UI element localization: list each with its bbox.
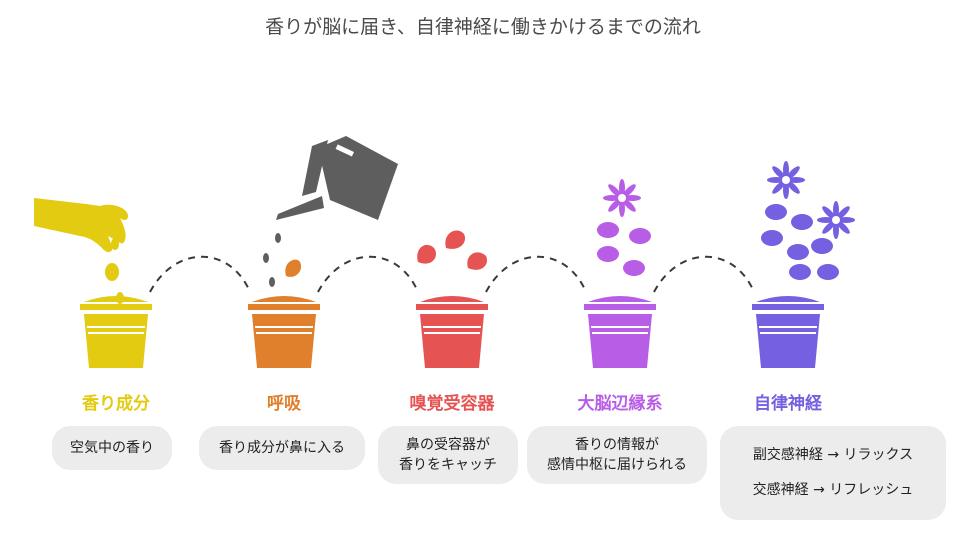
connector-4-5 xyxy=(653,255,755,293)
stage-desc-olfactory-receptor: 鼻の受容器が 香りをキャッチ xyxy=(378,426,518,484)
stage-title-olfactory-receptor: 嗅覚受容器 xyxy=(409,394,495,414)
connector-2-3 xyxy=(317,255,419,293)
stage-title-autonomic-nerves: 自律神経 xyxy=(754,394,822,414)
desc-line: 副交感神経 → リラックス xyxy=(752,447,914,463)
connector-1-2 xyxy=(149,255,251,293)
diagram-title: 香りが脳に届き、自律神経に働きかけるまでの流れ xyxy=(265,16,701,38)
receptor-leaf-icon xyxy=(417,230,488,270)
desc-line: 交感神経 → リフレッシュ xyxy=(752,482,914,498)
desc-line: 香りをキャッチ xyxy=(399,457,497,473)
flower-icon xyxy=(767,161,805,199)
limbic-leaf-icon xyxy=(597,222,651,276)
watering-can-icon xyxy=(276,136,398,220)
stage-desc-autonomic-nerves: 副交感神経 → リラックス 交感神経 → リフレッシュ xyxy=(720,426,946,520)
desc-line: 鼻の受容器が xyxy=(406,436,490,453)
desc-line: 香りの情報が xyxy=(575,436,659,453)
stage-desc-limbic-system: 香りの情報が 感情中枢に届けられる xyxy=(527,426,707,484)
desc-line: 空気中の香り xyxy=(70,439,154,456)
connector-3-4 xyxy=(485,255,587,293)
water-drop-icon xyxy=(263,233,281,287)
desc-line: 香り成分が鼻に入る xyxy=(219,439,345,456)
stage-title-aroma: 香り成分 xyxy=(82,394,150,414)
flower-icon xyxy=(603,179,641,217)
leaf-icon xyxy=(285,259,302,277)
nerve-leaf-icon xyxy=(761,204,839,280)
stage-title-limbic-system: 大脳辺縁系 xyxy=(577,394,663,414)
stage-title-breathing: 呼吸 xyxy=(267,394,301,414)
flower-icon xyxy=(817,201,855,239)
desc-line: 感情中枢に届けられる xyxy=(547,457,687,473)
stage-desc-breathing: 香り成分が鼻に入る xyxy=(199,426,365,470)
stage-desc-aroma: 空気中の香り xyxy=(52,426,172,470)
